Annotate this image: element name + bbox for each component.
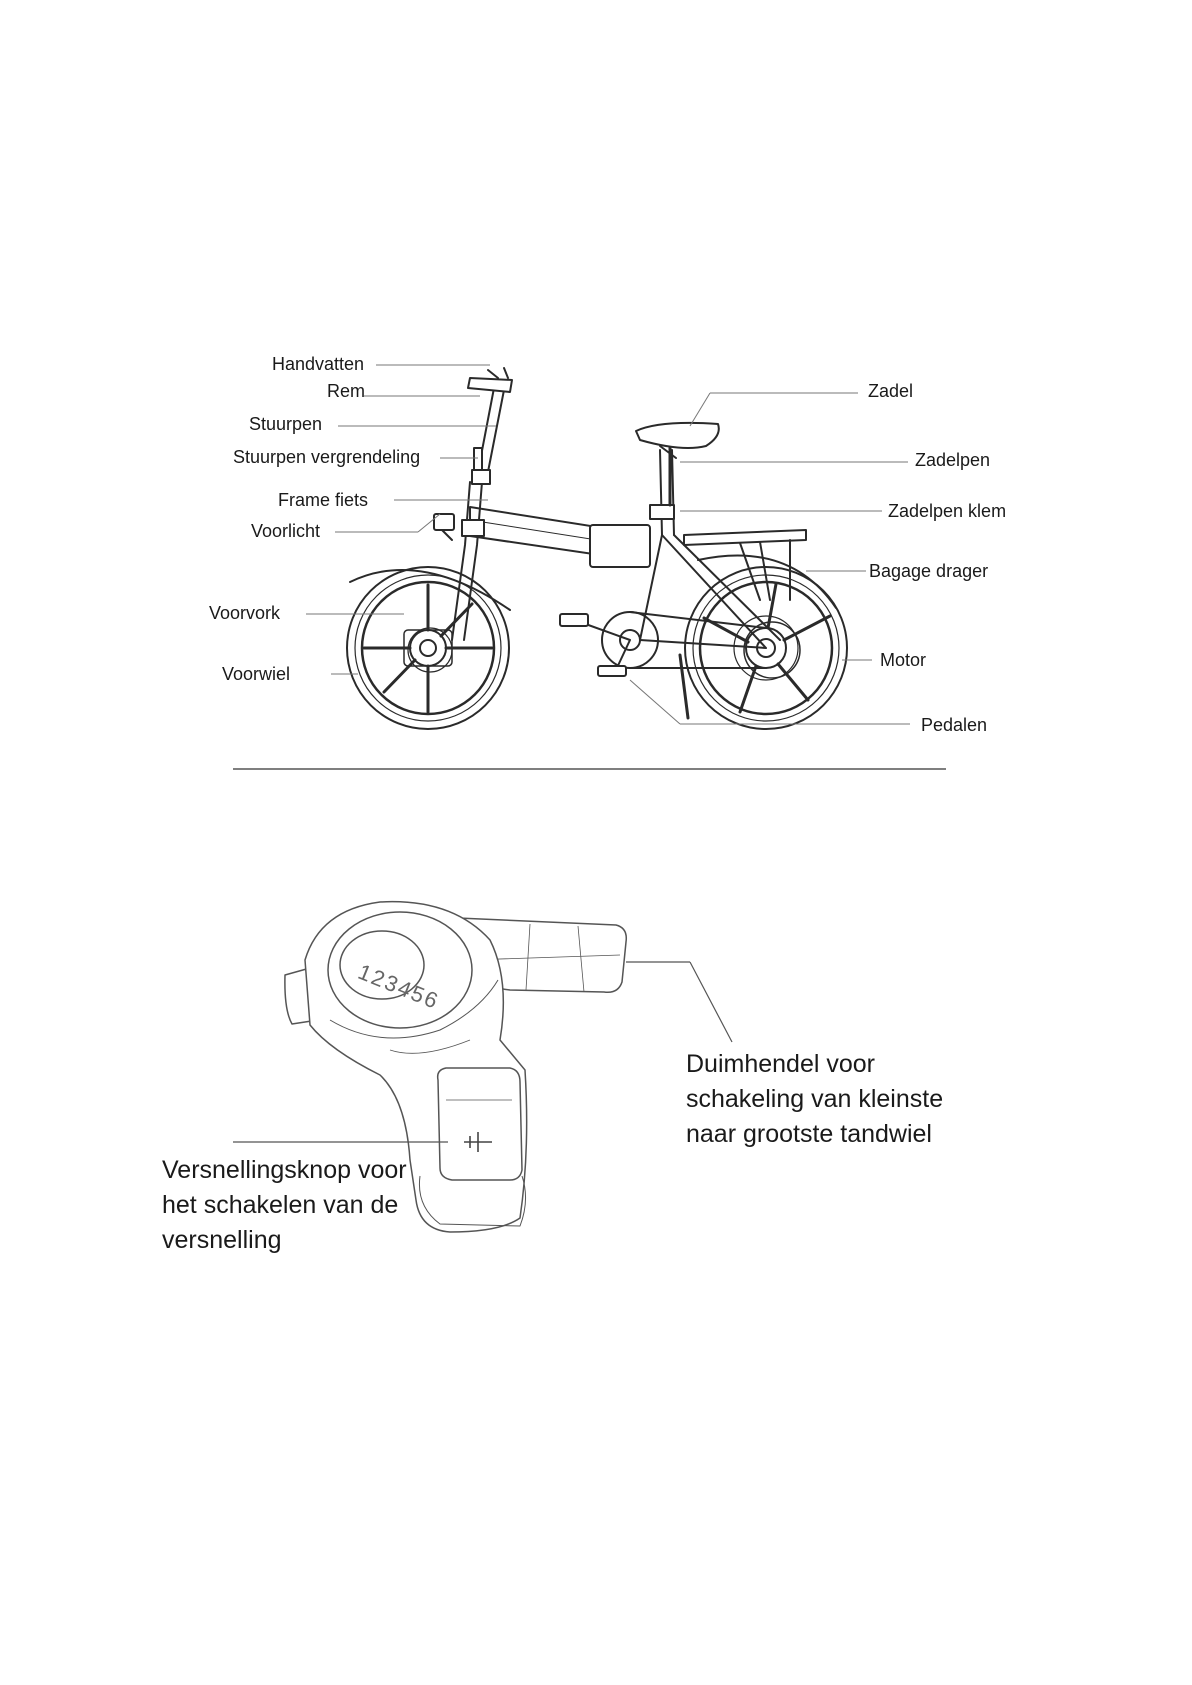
thumb-lever-label: Duimhendel voor schakeling van kleinste … [686, 1047, 976, 1152]
gear-button-label: Versnellingsknop voor het schakelen van … [162, 1153, 442, 1258]
gear-button [438, 1068, 522, 1180]
